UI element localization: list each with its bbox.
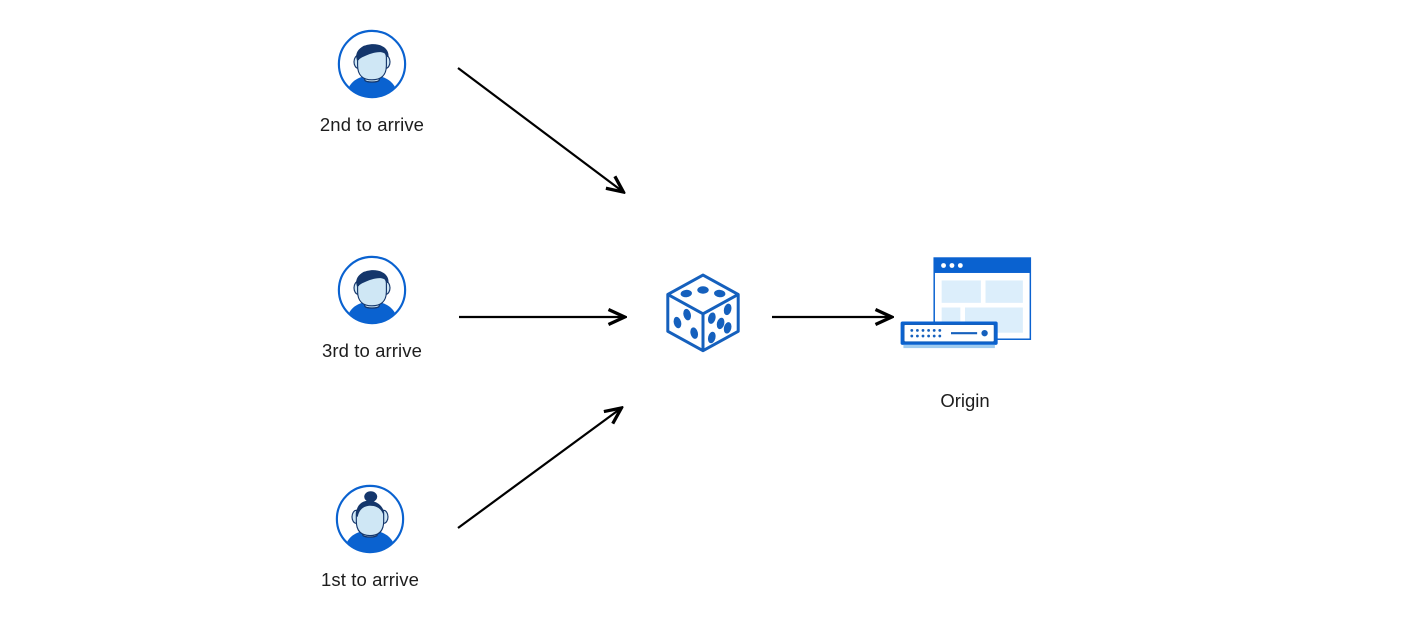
server-status-light bbox=[981, 329, 988, 337]
window-dot bbox=[957, 263, 963, 268]
node-visitor-2nd[interactable]: 2nd to arrive bbox=[292, 28, 452, 136]
node-load-balancer[interactable] bbox=[659, 268, 747, 356]
origin-server-icon bbox=[900, 257, 1032, 349]
dice-right-face-pips bbox=[707, 303, 732, 344]
user-avatar-icon bbox=[335, 484, 405, 554]
dice-icon bbox=[666, 273, 740, 353]
node-visitor-3rd[interactable]: 3rd to arrive bbox=[292, 254, 452, 362]
window-dot bbox=[941, 263, 946, 268]
node-label-visitor-1st: 1st to arrive bbox=[321, 569, 419, 590]
user-avatar-icon bbox=[337, 29, 407, 99]
arrow-visitor1-to-dice bbox=[457, 409, 620, 529]
dice-left-face-pips bbox=[673, 308, 699, 339]
server-device-icon bbox=[900, 321, 998, 349]
node-label-visitor-3rd: 3rd to arrive bbox=[321, 340, 422, 361]
node-label-origin: Origin bbox=[940, 390, 990, 411]
user-avatar-icon bbox=[337, 255, 407, 325]
window-dot bbox=[949, 263, 955, 268]
node-visitor-1st[interactable]: 1st to arrive bbox=[290, 483, 450, 591]
dice-top-face-pips bbox=[680, 286, 726, 298]
node-origin[interactable]: Origin bbox=[890, 255, 1040, 412]
arrow-visitor2-to-dice bbox=[457, 67, 622, 191]
node-label-visitor-2nd: 2nd to arrive bbox=[319, 114, 425, 135]
server-vent-dots bbox=[910, 328, 942, 338]
